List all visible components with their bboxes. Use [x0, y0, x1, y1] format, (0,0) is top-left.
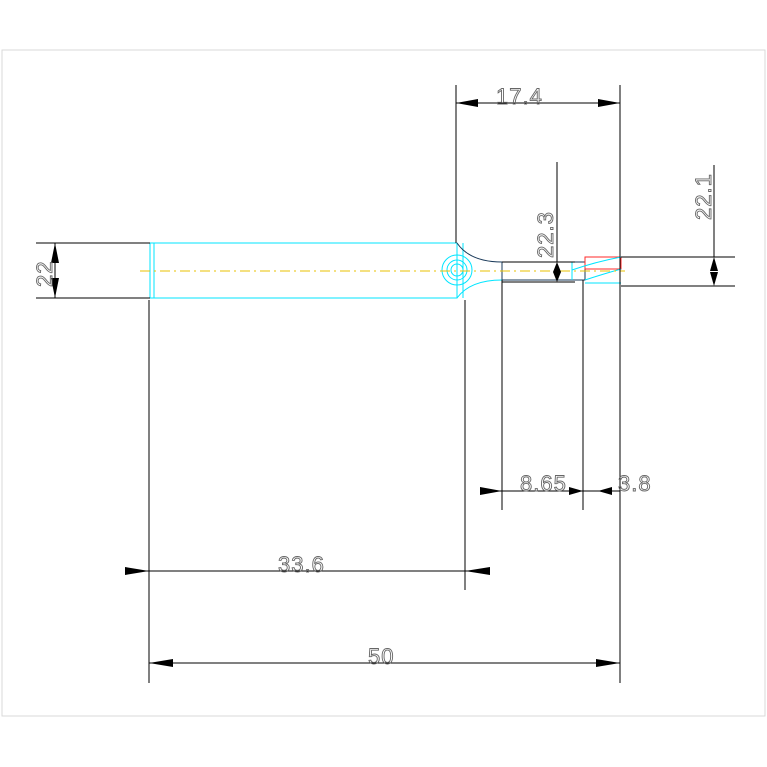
dim-label-8-65: 8.65	[520, 471, 567, 496]
dim-label-50: 50	[368, 644, 394, 669]
dimension-8-65: 8.65	[480, 471, 583, 496]
neck-curve-top	[456, 242, 503, 263]
ball-outer	[441, 254, 473, 286]
dim-label-17-4: 17.4	[496, 84, 543, 109]
dim-label-22-3: 22.3	[533, 211, 558, 258]
extension-lines	[36, 85, 735, 683]
dimension-17-4: 17.4	[456, 84, 620, 109]
dim-label-22-1: 22.1	[691, 173, 716, 220]
dimension-22-3: 22.3	[533, 211, 561, 282]
dimension-3-8: 3.8	[583, 471, 652, 496]
drawing-frame	[1, 49, 766, 717]
dim-label-3-8: 3.8	[618, 471, 652, 496]
dimension-22: 22	[32, 243, 59, 298]
dimension-22-1: 22.1	[691, 173, 718, 286]
ball-core	[450, 263, 464, 277]
dimension-33-6: 33.6	[125, 552, 490, 577]
tip-cone-curve-low	[584, 268, 622, 281]
dim-label-22: 22	[32, 261, 57, 287]
ball-inner	[446, 259, 468, 281]
neck-curve-bottom	[456, 279, 503, 299]
dimension-50: 50	[149, 644, 620, 669]
dim-label-33-6: 33.6	[278, 552, 325, 577]
tip-cone-curve	[571, 256, 622, 271]
tip-body	[584, 256, 622, 270]
